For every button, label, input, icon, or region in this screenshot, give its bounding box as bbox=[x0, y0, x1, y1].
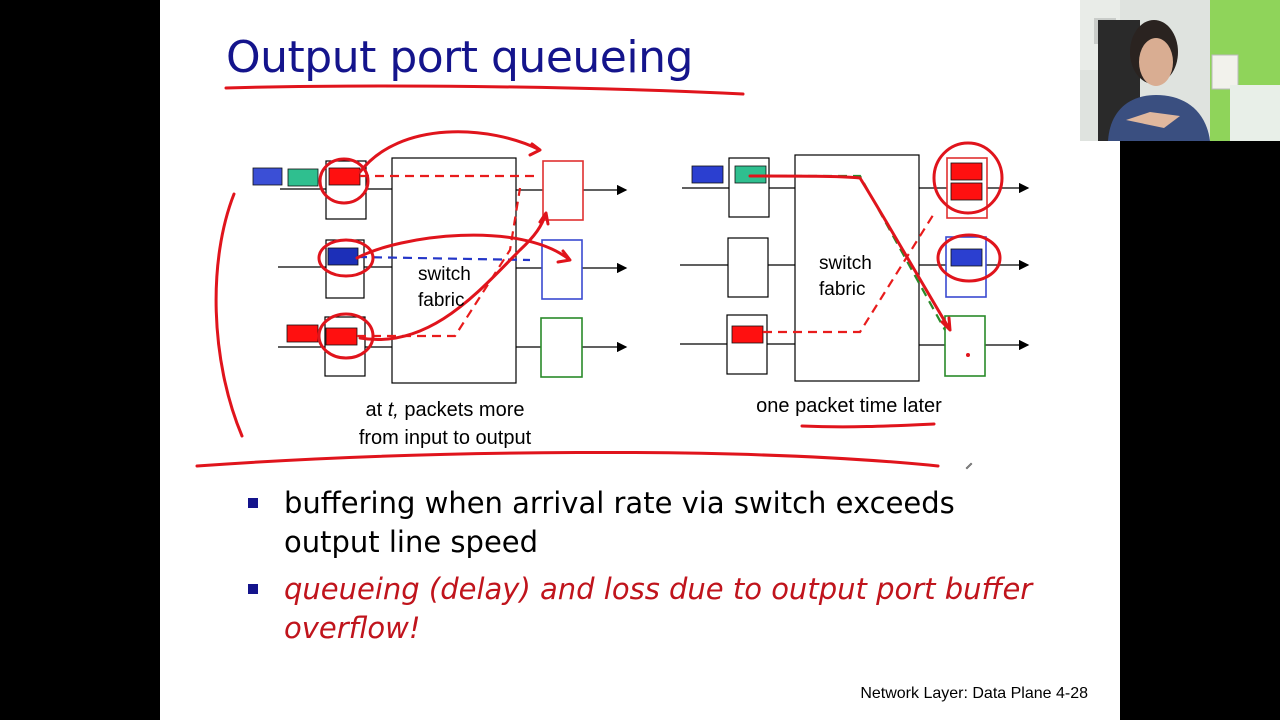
right-fabric-label-line1: switch bbox=[819, 253, 872, 274]
left-packet-blue-2 bbox=[327, 247, 359, 266]
right-diagram-caption: one packet time later bbox=[756, 395, 942, 417]
left-caption-suffix: packets more bbox=[398, 399, 525, 421]
left-fabric-label-line1: switch bbox=[418, 264, 471, 285]
bullet-text-2: queueing (delay) and loss due to output … bbox=[284, 572, 1033, 645]
left-caption-italic: t, bbox=[387, 399, 399, 421]
bullet-marker bbox=[248, 584, 258, 594]
left-packet-red-1 bbox=[328, 167, 361, 186]
right-packet-red-3 bbox=[731, 325, 764, 344]
left-fabric-label-line2: fabric bbox=[418, 290, 465, 311]
bullet-item-1: buffering when arrival rate via switch e… bbox=[248, 484, 1038, 562]
right-output-port-blue bbox=[945, 236, 987, 298]
bullet-text-1: buffering when arrival rate via switch e… bbox=[284, 486, 955, 559]
lecture-slide: Output port queueing bbox=[160, 0, 1120, 720]
presenter-video-icon bbox=[1080, 0, 1280, 141]
left-diagram-caption: at t, packets more from input to output bbox=[342, 396, 548, 452]
right-input-buffer-1 bbox=[728, 157, 770, 218]
left-packet-red-3 bbox=[325, 327, 358, 346]
left-switch-fabric-label: switch fabric bbox=[418, 262, 471, 314]
left-packet-teal-waiting bbox=[287, 168, 319, 187]
pencil-cursor-icon bbox=[965, 462, 973, 470]
slide-footer: Network Layer: Data Plane 4-28 bbox=[860, 685, 1088, 702]
left-caption-line2: from input to output bbox=[358, 427, 532, 449]
right-queued-packet-blue bbox=[950, 248, 983, 267]
bullet-list: buffering when arrival rate via switch e… bbox=[248, 484, 1038, 656]
left-caption-prefix: at bbox=[365, 399, 388, 421]
left-caption-line1: at t, packets more bbox=[342, 396, 548, 424]
left-input-buffer-2 bbox=[325, 239, 365, 299]
left-input-buffer-1 bbox=[325, 160, 367, 220]
left-output-port-red bbox=[542, 160, 584, 221]
left-packet-red-waiting bbox=[286, 324, 319, 343]
right-output-port-red bbox=[946, 157, 988, 219]
right-output-port-green bbox=[944, 315, 986, 377]
presenter-webcam[interactable] bbox=[1080, 0, 1280, 141]
left-flow-blue bbox=[357, 255, 531, 262]
left-output-port-blue bbox=[541, 239, 583, 300]
left-output-port-green bbox=[540, 317, 583, 378]
right-packet-blue-waiting bbox=[691, 165, 724, 184]
left-input-buffer-3 bbox=[324, 316, 366, 377]
right-queued-packet-red-1 bbox=[950, 162, 983, 181]
right-fabric-label-line2: fabric bbox=[819, 279, 866, 300]
right-packet-teal bbox=[734, 165, 767, 184]
bullet-marker bbox=[248, 498, 258, 508]
right-input-buffer-3 bbox=[726, 314, 768, 375]
bullet-item-2: queueing (delay) and loss due to output … bbox=[248, 570, 1038, 648]
right-input-buffer-2 bbox=[727, 237, 769, 298]
slide-title: Output port queueing bbox=[226, 32, 693, 83]
left-packet-blue-waiting bbox=[252, 167, 283, 186]
right-switch-fabric-label: switch fabric bbox=[819, 251, 872, 303]
right-queued-packet-red-2 bbox=[950, 182, 983, 201]
